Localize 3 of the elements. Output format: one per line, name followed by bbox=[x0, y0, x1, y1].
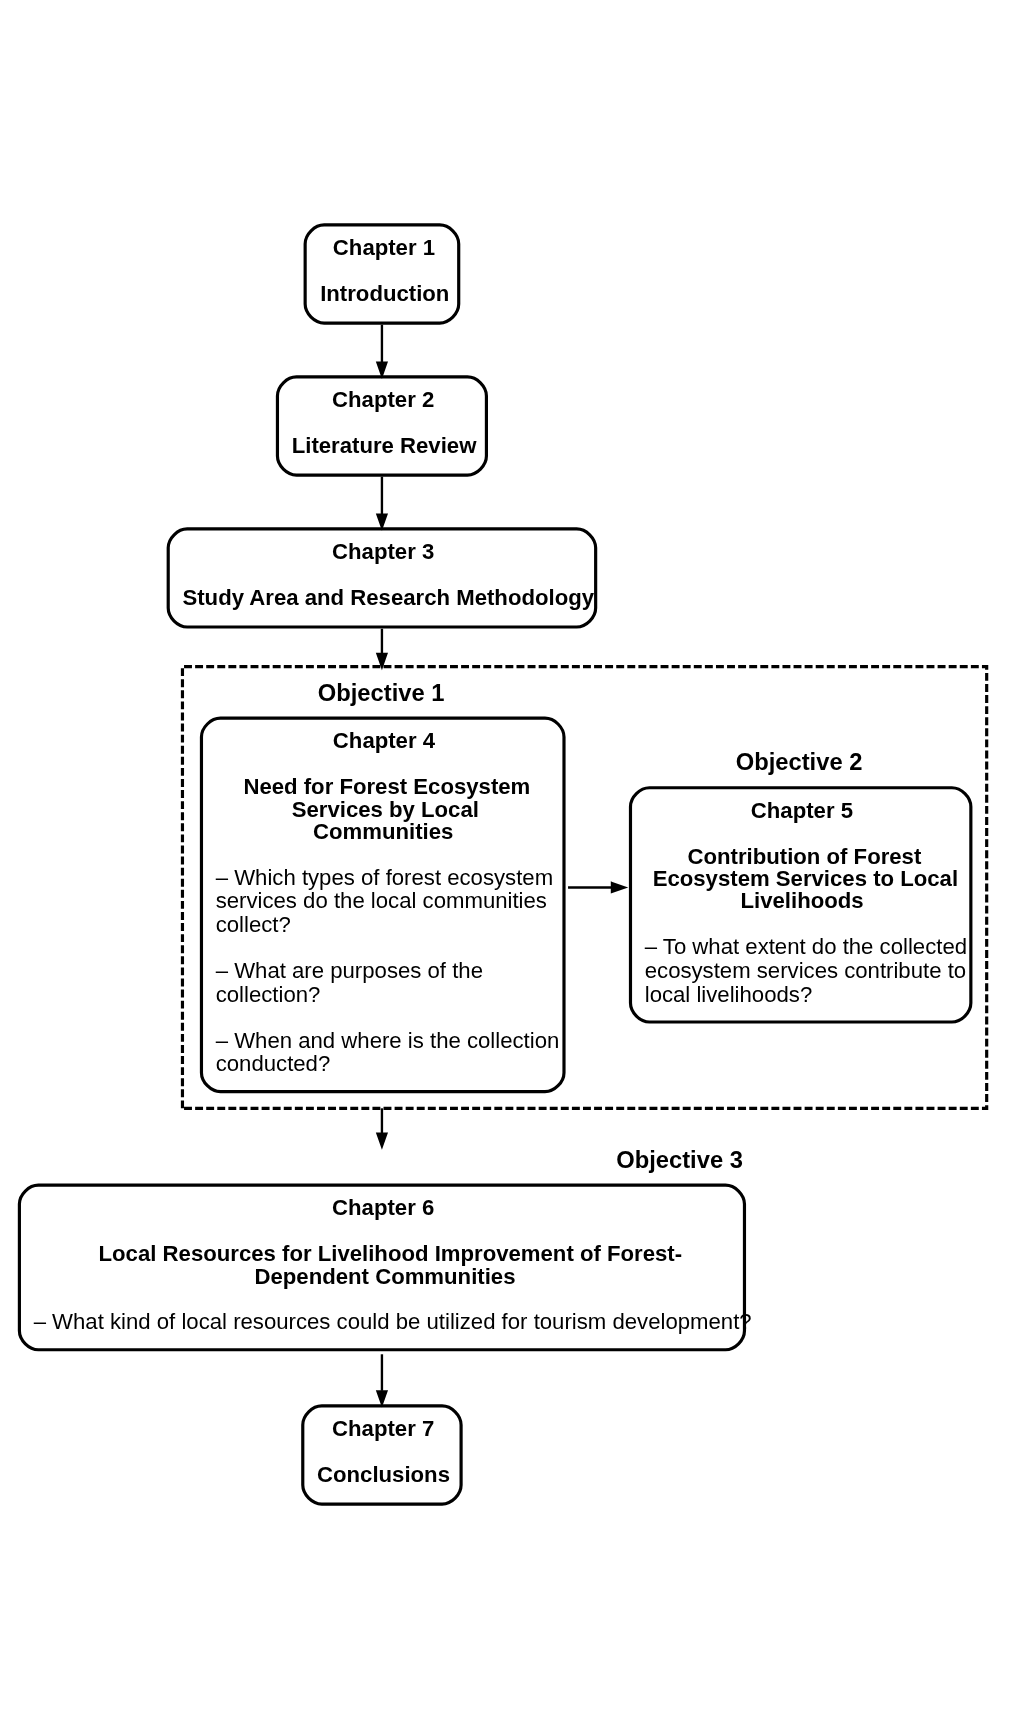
node-label: Objective 2 bbox=[735, 749, 863, 776]
node-label: Objective 1 bbox=[317, 679, 445, 706]
node-label: Objective 3 bbox=[616, 1146, 743, 1173]
